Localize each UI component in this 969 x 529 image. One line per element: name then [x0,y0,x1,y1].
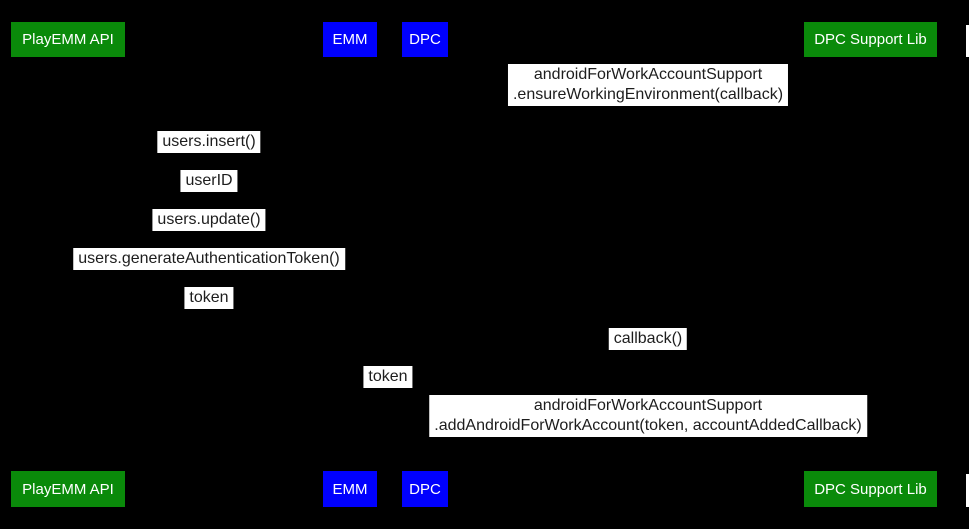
participant-dpc-top: DPC [402,22,448,57]
participant-emm-bottom: EMM [323,471,377,507]
participant-playemm-api-top: PlayEMM API [11,22,125,57]
message-line: androidForWorkAccountSupport [533,397,763,414]
participant-dpc-bottom: DPC [402,471,448,507]
participant-emm-top: EMM [323,22,377,57]
message-users-update: users.update() [152,209,266,231]
message-token-2: token [363,366,413,388]
message-line: .ensureWorkingEnvironment(callback) [512,86,784,103]
message-users-generate-authentication-token: users.generateAuthenticationToken() [73,248,345,270]
participant-dpc-support-lib-bottom: DPC Support Lib [804,471,937,507]
message-add-android-for-work-account: androidForWorkAccountSupport .addAndroid… [429,395,867,437]
message-callback: callback() [608,328,688,350]
message-line: androidForWorkAccountSupport [533,66,763,83]
message-user-id: userID [180,170,238,192]
participant-playemm-api-bottom: PlayEMM API [11,471,125,507]
message-line: .addAndroidForWorkAccount(token, account… [434,417,862,434]
message-users-insert: users.insert() [157,131,261,153]
participant-dpc-support-lib-top: DPC Support Lib [804,22,937,57]
clipped-participant-sliver-top [966,25,969,57]
message-ensure-working-environment: androidForWorkAccountSupport .ensureWork… [507,64,789,106]
message-token-1: token [184,287,234,309]
clipped-participant-sliver-bottom [966,474,969,507]
